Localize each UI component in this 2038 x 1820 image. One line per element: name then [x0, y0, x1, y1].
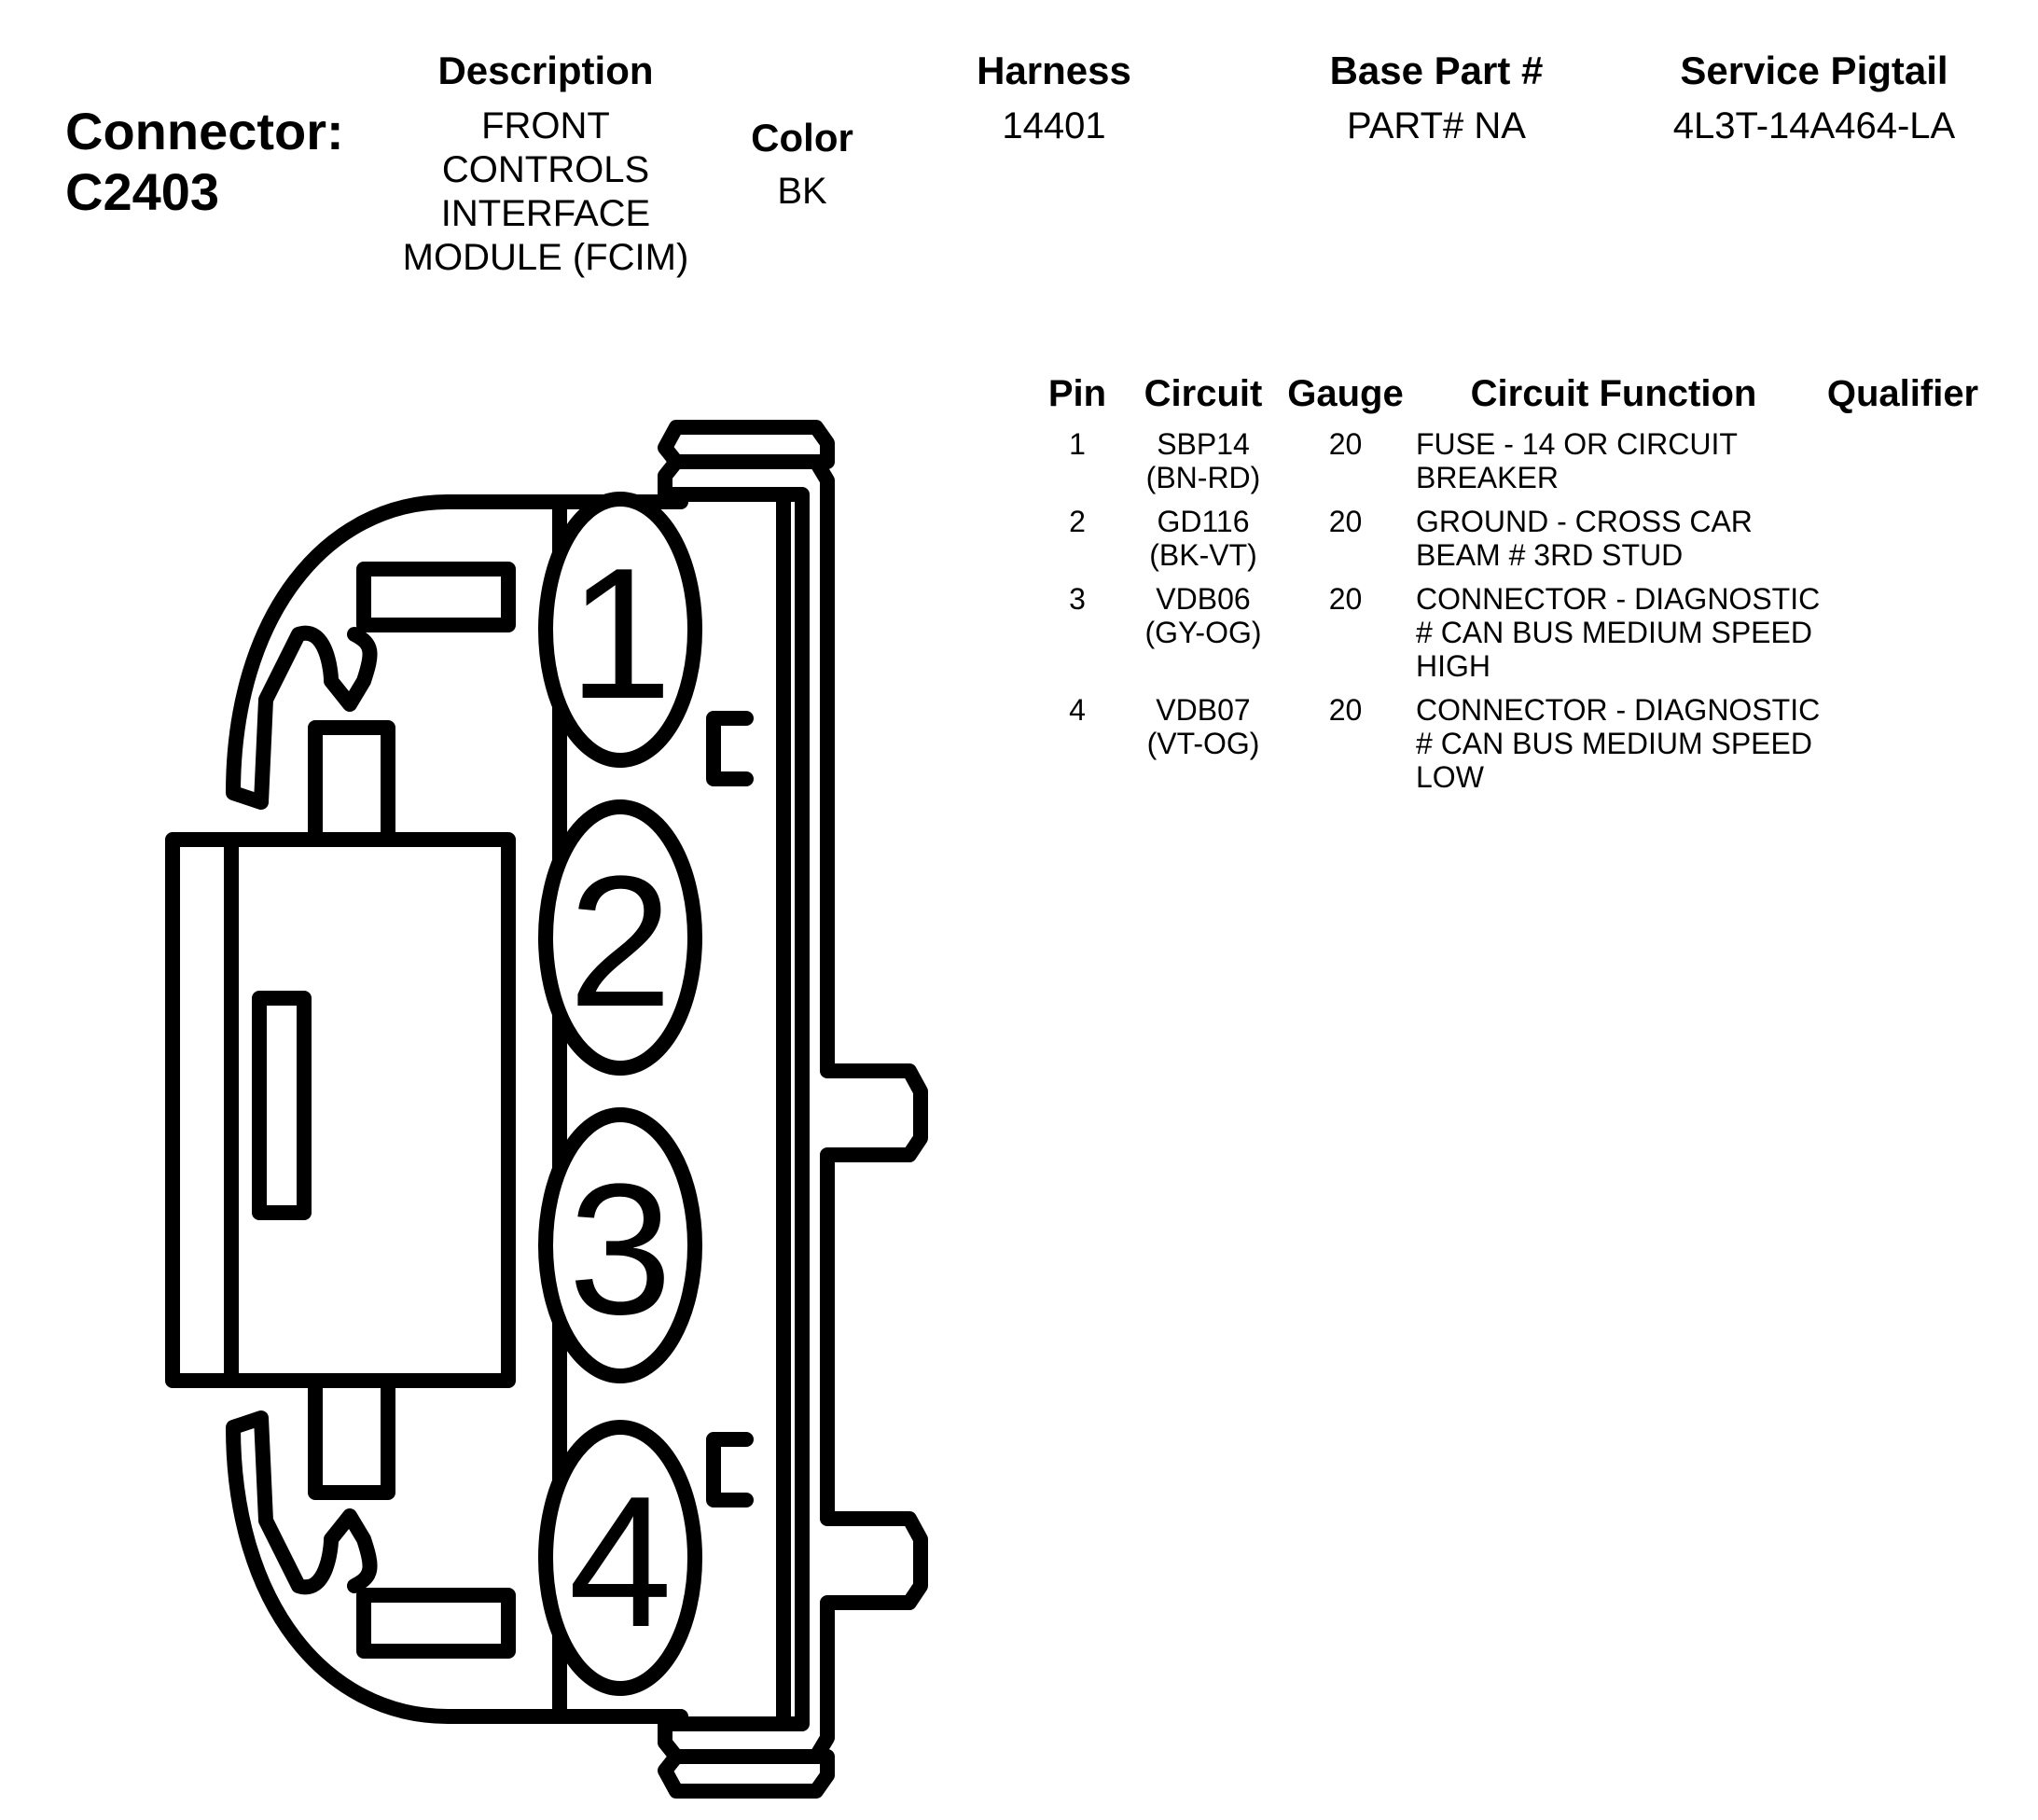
top-shell: [226, 494, 567, 810]
circuit-id: SBP14: [1157, 427, 1250, 461]
row-pin: 1: [1069, 427, 1086, 461]
function-line: # CAN BUS MEDIUM SPEED: [1416, 616, 1812, 649]
base-part-value: PART# NA: [1347, 105, 1526, 146]
function-line: CONNECTOR - DIAGNOSTIC: [1416, 582, 1821, 616]
row-circuit: SBP14 (BN-RD): [1124, 427, 1282, 494]
bottom-shell: [226, 1410, 567, 1724]
pin-2-cavity: [538, 799, 702, 1076]
row-function: GROUND - CROSS CAR BEAM # 3RD STUD: [1416, 505, 1826, 572]
bottom-latch-post: [308, 1373, 395, 1500]
pin-4-cavity: [538, 1420, 702, 1696]
description-header: Description: [437, 49, 654, 92]
circuit-id: VDB06: [1156, 582, 1251, 616]
latch-block-top: [706, 711, 754, 786]
col-circuit: Circuit: [1144, 373, 1263, 414]
connector-title: Connector: C2403: [65, 101, 344, 222]
top-tab: [658, 420, 835, 469]
service-pigtail-header: Service Pigtail: [1680, 49, 1948, 92]
function-line: BEAM # 3RD STUD: [1416, 538, 1684, 572]
pin-3-cavity: [538, 1107, 702, 1383]
function-line: HIGH: [1416, 649, 1490, 683]
wire-color: (VT-OG): [1146, 727, 1260, 760]
base-part-header: Base Part #: [1329, 49, 1544, 92]
description-line: CONTROLS: [441, 149, 650, 190]
main-body: [165, 832, 516, 1388]
wire-color: (GY-OG): [1144, 616, 1262, 649]
function-line: LOW: [1416, 760, 1484, 794]
pin-cavities: [538, 492, 702, 1696]
circuit-id: GD116: [1157, 505, 1250, 538]
harness-value: 14401: [1002, 105, 1106, 146]
function-line: BREAKER: [1416, 461, 1559, 494]
row-function: CONNECTOR - DIAGNOSTIC # CAN BUS MEDIUM …: [1416, 693, 1826, 794]
body-slot: [252, 991, 312, 1220]
row-pin: 4: [1069, 693, 1086, 727]
service-pigtail-value: 4L3T-14A464-LA: [1672, 105, 1956, 146]
circuit-id: VDB07: [1156, 693, 1251, 727]
row-gauge: 20: [1328, 582, 1363, 616]
col-qualifier: Qualifier: [1826, 373, 1979, 414]
row-circuit: GD116 (BK-VT): [1124, 505, 1282, 572]
row-function: FUSE - 14 OR CIRCUIT BREAKER: [1416, 427, 1826, 494]
wire-color: (BK-VT): [1149, 538, 1257, 572]
connector-outline: [165, 420, 928, 1799]
col-circuit-function: Circuit Function: [1470, 373, 1757, 414]
col-pin: Pin: [1047, 373, 1107, 414]
row-pin: 2: [1069, 505, 1086, 538]
description-line: INTERFACE: [440, 193, 651, 234]
top-latch-bar: [356, 562, 516, 632]
pin-label-2: 2: [568, 838, 672, 1046]
row-gauge: 20: [1328, 693, 1363, 727]
description-line: FRONT: [481, 105, 610, 146]
pin-label-4: 4: [568, 1458, 672, 1666]
color-value: BK: [777, 171, 827, 212]
pin-label-1: 1: [568, 530, 672, 738]
pin-1-cavity: [538, 492, 702, 768]
function-line: FUSE - 14 OR CIRCUIT: [1416, 427, 1738, 461]
right-wall: [809, 454, 928, 1764]
row-gauge: 20: [1328, 427, 1363, 461]
connector-label: Connector:: [65, 102, 344, 160]
bottom-tab: [658, 1749, 835, 1799]
row-gauge: 20: [1328, 505, 1363, 538]
row-function: CONNECTOR - DIAGNOSTIC # CAN BUS MEDIUM …: [1416, 582, 1826, 683]
connector-face-diagram: 1 2 3 4: [165, 420, 928, 1799]
bottom-latch-bar: [356, 1588, 516, 1659]
top-latch-post: [308, 720, 395, 847]
row-circuit: VDB06 (GY-OG): [1124, 582, 1282, 649]
pin-label-3: 3: [568, 1146, 672, 1354]
pin-labels: 1 2 3 4: [568, 530, 672, 1666]
description-line: MODULE (FCIM): [402, 237, 689, 278]
color-header: Color: [751, 116, 853, 160]
row-circuit: VDB07 (VT-OG): [1124, 693, 1282, 760]
inner-wall: [658, 487, 810, 1731]
function-line: CONNECTOR - DIAGNOSTIC: [1416, 693, 1821, 727]
harness-header: Harness: [977, 49, 1131, 92]
function-line: # CAN BUS MEDIUM SPEED: [1416, 727, 1812, 760]
description-value: FRONT CONTROLS INTERFACE MODULE (FCIM): [373, 104, 718, 280]
row-pin: 3: [1069, 582, 1086, 616]
latch-block-bottom: [706, 1432, 754, 1507]
col-gauge: Gauge: [1287, 373, 1404, 414]
connector-id: C2403: [65, 162, 220, 221]
function-line: GROUND - CROSS CAR: [1416, 505, 1753, 538]
wire-color: (BN-RD): [1145, 461, 1261, 494]
